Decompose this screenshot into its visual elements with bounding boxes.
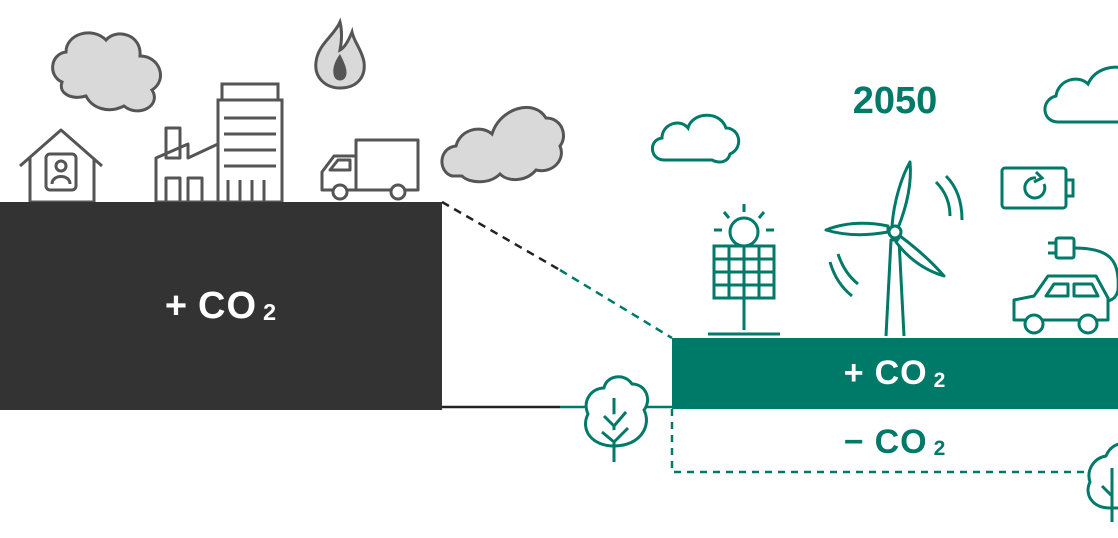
house-icon	[19, 128, 103, 204]
truck-icon	[320, 138, 420, 201]
electric-car-icon	[1012, 274, 1110, 335]
sun-icon	[714, 204, 774, 248]
cloud-icon	[651, 113, 741, 164]
dashed-connector-dark	[441, 200, 561, 272]
minus-sign: −	[843, 422, 865, 461]
factory-icon	[154, 126, 220, 204]
co2-subscript: 2	[933, 437, 947, 461]
wind-turbine-icon	[824, 160, 964, 337]
co2-subscript: 2	[933, 368, 947, 392]
office-building-icon	[216, 82, 284, 204]
co2-text: CO	[198, 284, 258, 327]
tree-icon	[1086, 442, 1118, 522]
co2-subscript: 2	[263, 299, 278, 326]
flame-icon	[314, 17, 366, 90]
plus-sign: +	[164, 284, 189, 327]
year-label: 2050	[852, 80, 938, 122]
tree-icon	[584, 375, 649, 462]
solar-panel-icon	[708, 244, 780, 336]
battery-charging-icon	[1000, 166, 1075, 210]
cloud-icon	[440, 106, 565, 184]
co2-text: CO	[874, 354, 928, 392]
cloud-icon	[1043, 65, 1118, 124]
cloud-icon	[51, 31, 162, 113]
co2-text: CO	[874, 422, 928, 461]
plus-sign: +	[843, 354, 865, 392]
dashed-connector-green	[559, 268, 673, 340]
